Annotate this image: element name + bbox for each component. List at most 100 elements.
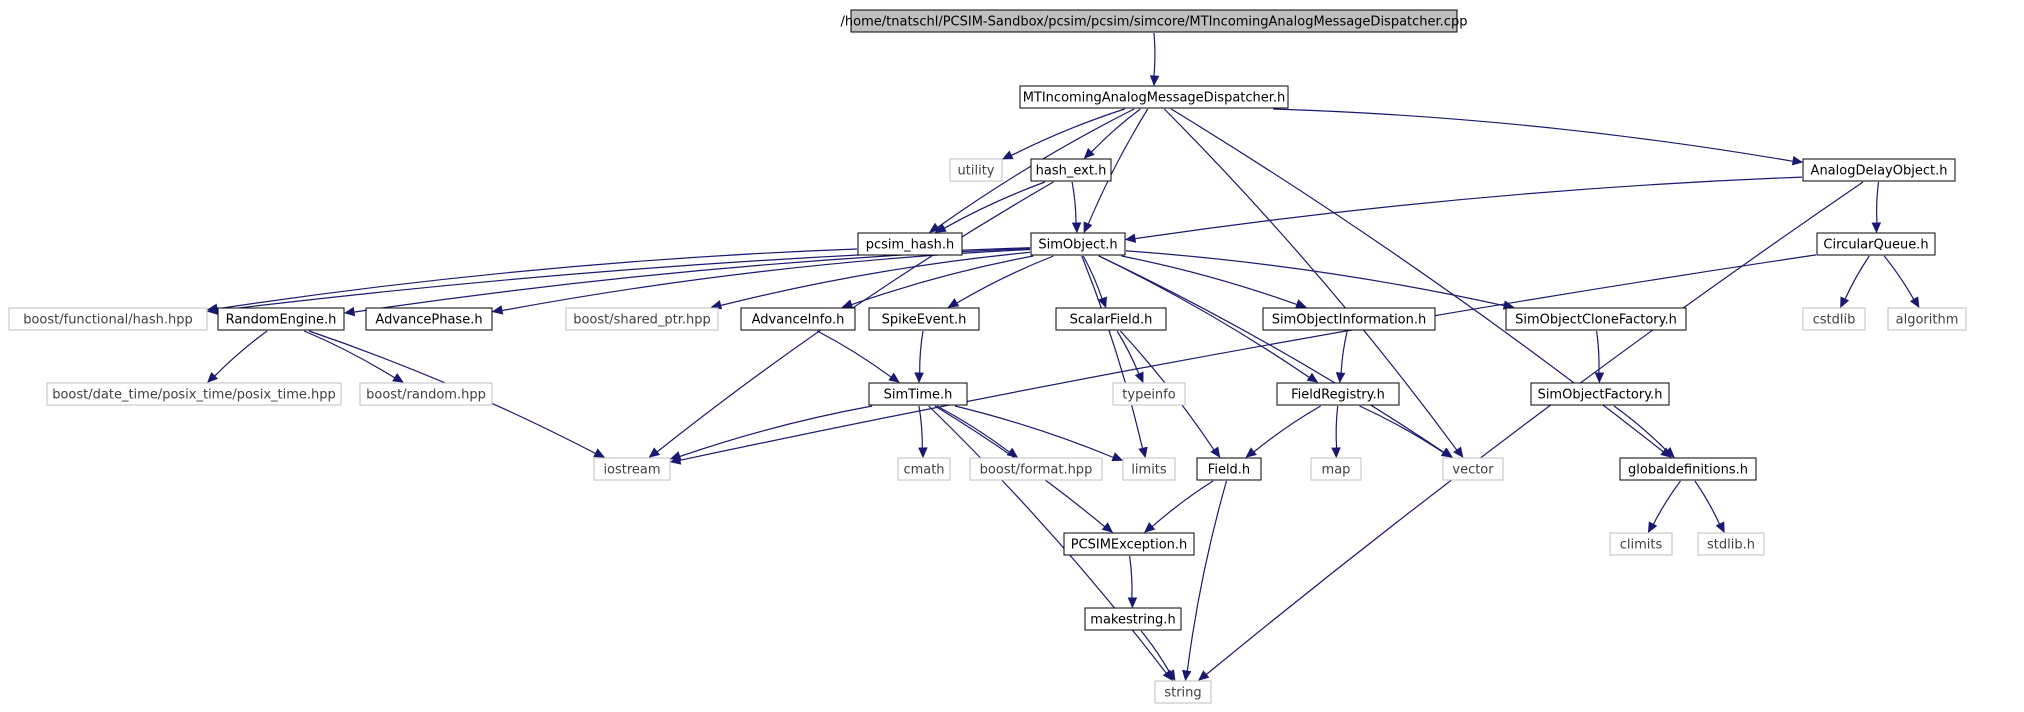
arrowhead (1715, 521, 1725, 534)
edge-line (1340, 330, 1348, 374)
arrowhead (593, 448, 605, 458)
edge-globaldefs-to-climits (1647, 480, 1681, 534)
edge-simtime-to-iostream (669, 405, 873, 461)
node-box (1030, 232, 1126, 256)
arrowhead (1134, 371, 1144, 384)
node-label: hash_ext.h (1036, 164, 1107, 179)
arrowhead (1335, 372, 1346, 384)
edge-line (1335, 405, 1339, 449)
node-box (217, 307, 345, 331)
edge-line (1121, 255, 1298, 306)
edge-line (1129, 555, 1133, 599)
node-label: string (1164, 686, 1201, 701)
node-pcsim-hash[interactable]: pcsim_hash.h (857, 232, 963, 256)
edge-simobject-to-scalarfield (1082, 255, 1107, 309)
arrowhead (491, 305, 504, 315)
node-simobjfactory[interactable]: SimObjectFactory.h (1530, 382, 1670, 406)
node-circularqueue[interactable]: CircularQueue.h (1816, 232, 1936, 256)
node-analogdelay[interactable]: AnalogDelayObject.h (1802, 158, 1956, 182)
arrowhead (1594, 372, 1605, 384)
node-clonefactory[interactable]: SimObjectCloneFactory.h (1505, 307, 1687, 331)
node-box (1154, 680, 1212, 704)
arrowhead (1306, 372, 1319, 383)
edge-hash_ext-to-pcsim_hash (935, 181, 1046, 233)
node-box (969, 457, 1103, 481)
node-scalarfield[interactable]: ScalarField.h (1055, 307, 1167, 331)
node-advanceinfo[interactable]: AdvanceInfo.h (740, 307, 856, 331)
arrowhead (914, 372, 924, 384)
arrowhead (1647, 521, 1658, 534)
node-cstdlib: cstdlib (1802, 307, 1866, 331)
edge-analogdelay-to-circularqueue (1871, 181, 1882, 234)
node-label: globaldefinitions.h (1628, 463, 1748, 478)
edge-line (1098, 255, 1445, 453)
node-makestring[interactable]: makestring.h (1084, 607, 1182, 631)
node-field[interactable]: Field.h (1196, 457, 1262, 481)
node-box (949, 158, 1003, 182)
node-box (593, 457, 671, 481)
node-fieldregistry[interactable]: FieldRegistry.h (1276, 382, 1400, 406)
node-mtimd[interactable]: MTIncomingAnalogMessageDispatcher.h (1019, 85, 1289, 109)
node-label: ScalarField.h (1070, 313, 1153, 328)
node-stdlib: stdlib.h (1697, 532, 1765, 556)
edge-line (1081, 255, 1144, 449)
edge-simobject-to-vector (1098, 255, 1453, 458)
edge-hash_ext-to-simobject (1071, 181, 1082, 234)
edge-line (1186, 480, 1228, 672)
node-label: /home/tnatschl/PCSIM-Sandbox/pcsim/pcsim… (841, 15, 1468, 30)
node-box (1276, 382, 1400, 406)
edge-line (1694, 480, 1721, 525)
node-simtime[interactable]: SimTime.h (868, 382, 968, 406)
arrowhead (1295, 299, 1307, 309)
node-simobjinfo[interactable]: SimObjectInformation.h (1262, 307, 1436, 331)
edge-circularqueue-to-cstdlib (1840, 255, 1870, 309)
node-box (1063, 532, 1195, 556)
node-advancephase[interactable]: AdvancePhase.h (365, 307, 493, 331)
node-label: AdvanceInfo.h (752, 313, 845, 328)
edge-line (919, 330, 924, 374)
arrowhead (207, 371, 218, 383)
node-label: SimObjectFactory.h (1538, 388, 1663, 403)
arrowhead (1127, 597, 1138, 609)
node-limits: limits (1122, 457, 1176, 481)
node-root: /home/tnatschl/PCSIM-Sandbox/pcsim/pcsim… (841, 9, 1468, 33)
arrowhead (947, 298, 960, 308)
node-spikeevent[interactable]: SpikeEvent.h (868, 307, 980, 331)
edge-field-to-pcsimexception (1144, 480, 1214, 533)
node-boost-hash: boost/functional/hash.hpp (8, 307, 208, 331)
node-box (868, 307, 980, 331)
node-box (1310, 457, 1362, 481)
node-label: limits (1131, 463, 1167, 478)
node-cmath: cmath (897, 457, 951, 481)
edge-simobjfactory-to-globaldefs (1613, 405, 1675, 458)
node-box (1442, 457, 1504, 481)
edge-line (954, 405, 1114, 459)
node-pcsimexception[interactable]: PCSIMException.h (1063, 532, 1195, 556)
arrowhead (648, 447, 661, 458)
arrowhead (1071, 222, 1082, 234)
node-box (1887, 307, 1967, 331)
edge-line (1253, 405, 1321, 453)
arrowhead (1001, 150, 1014, 160)
node-iostream: iostream (593, 457, 671, 481)
edge-line (720, 251, 1031, 307)
edge-simobject-to-simobjinfo (1121, 255, 1307, 309)
node-label: pcsim_hash.h (866, 238, 955, 253)
edge-line (501, 248, 1031, 312)
node-hash-ext[interactable]: hash_ext.h (1030, 158, 1112, 182)
edge-simobject-to-limits (1081, 255, 1148, 459)
node-box (1530, 382, 1670, 406)
edge-clonefactory-to-simobjfactory (1594, 330, 1605, 384)
node-randomengine[interactable]: RandomEngine.h (217, 307, 345, 331)
node-label: utility (958, 164, 995, 179)
node-globaldefs[interactable]: globaldefinitions.h (1619, 457, 1757, 481)
node-label: AnalogDelayObject.h (1811, 164, 1948, 179)
node-simobject[interactable]: SimObject.h (1030, 232, 1126, 256)
node-boost-shared: boost/shared_ptr.hpp (565, 307, 719, 331)
edge-mtimd-to-simobject (1083, 108, 1149, 234)
edge-line (1359, 405, 1444, 454)
node-string: string (1154, 680, 1212, 704)
node-typeinfo: typeinfo (1112, 382, 1186, 406)
arrowhead (1138, 446, 1148, 459)
node-label: boost/date_time/posix_time/posix_time.hp… (52, 388, 336, 403)
